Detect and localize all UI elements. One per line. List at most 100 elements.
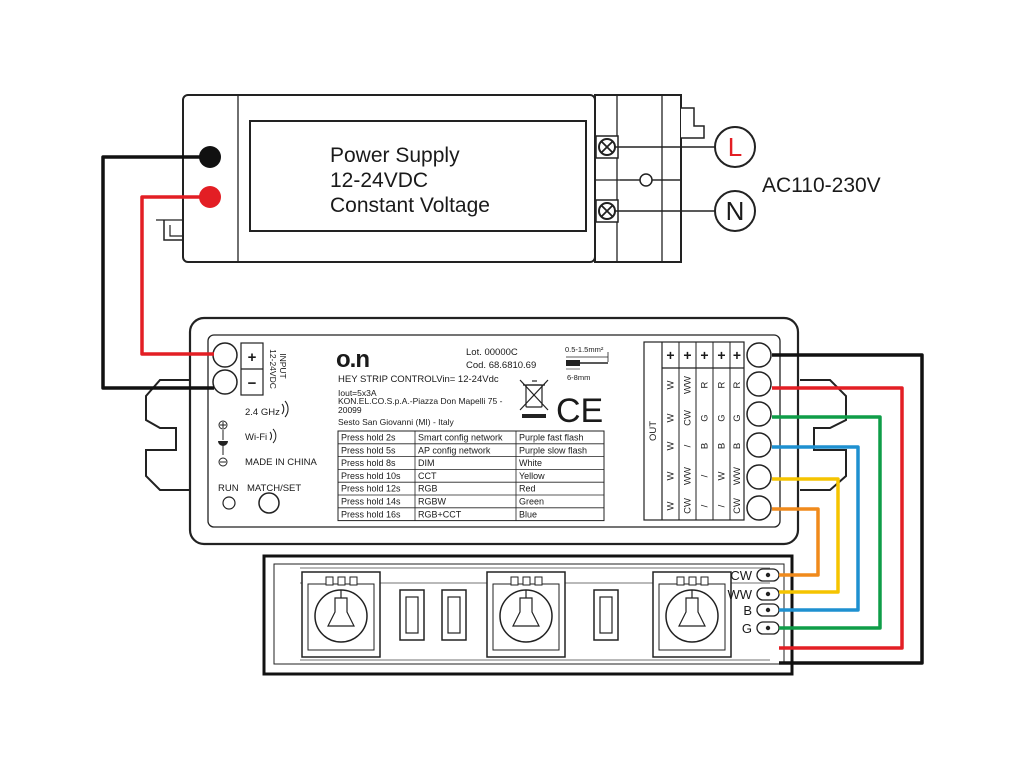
input-terminal-minus (212, 369, 238, 395)
terminal-l-label: L (728, 132, 742, 162)
out-cell: G (700, 414, 711, 421)
out-cell: W (666, 501, 677, 510)
out-cell: CW (683, 410, 694, 426)
terminal-l-circle (714, 126, 756, 168)
out-cell: W (666, 471, 677, 480)
input-terminal-plus (212, 342, 238, 368)
wire-section-label: 0.5-1.5mm² (565, 345, 604, 354)
mode-table-cell: CCT (418, 471, 437, 481)
out-cell: B (717, 443, 728, 449)
out-cell: WW (732, 467, 743, 485)
mode-table-cell: RGBW (418, 497, 447, 507)
mode-table-cell: AP config network (418, 445, 491, 455)
mode-table-cell: Press hold 16s (341, 509, 401, 519)
wifi-label: Wi-Fi (245, 432, 267, 443)
cod-label: Cod. 68.6810.69 (466, 360, 536, 371)
strip-pad-label: WW (727, 587, 752, 602)
mode-table-cell: Blue (519, 509, 537, 519)
out-cell: G (732, 414, 743, 421)
out-cell: / (700, 474, 711, 477)
wire-orange-out (772, 507, 820, 577)
mode-table-cell: Yellow (519, 471, 545, 481)
wire-red-out (772, 386, 904, 650)
resistor (441, 589, 467, 641)
run-led (222, 496, 236, 510)
lot-label: Lot. 00000C (466, 347, 518, 358)
ps-title-line3: Constant Voltage (330, 194, 490, 217)
mode-table-cell: White (519, 458, 542, 468)
dc-negative-dot (199, 146, 221, 168)
terminal-n-label: N (726, 196, 745, 226)
out-plus-sign: + (700, 347, 708, 363)
ac-voltage-label: AC110-230V (762, 174, 881, 197)
run-label: RUN (218, 483, 239, 494)
mode-table-cell: Green (519, 497, 544, 507)
wires (101, 155, 924, 665)
mode-table-cell: Purple fast flash (519, 433, 584, 443)
mode-table-cell: Purple slow flash (519, 445, 587, 455)
resistor (399, 589, 425, 641)
out-cell: B (700, 443, 711, 449)
mode-table-cell: Red (519, 484, 536, 494)
output-terminal (746, 464, 772, 490)
ce-mark: CE (556, 392, 603, 430)
product-label: HEY STRIP CONTROLVin= 12-24Vdc (338, 374, 499, 385)
out-cell: CW (683, 498, 694, 514)
zip-label: 20099 (338, 405, 362, 415)
wire-green-out (772, 415, 882, 630)
dc-positive-dot (199, 186, 221, 208)
out-cell: WW (683, 376, 694, 394)
mode-table-cell: Press hold 5s (341, 445, 396, 455)
wire-blue-out (772, 445, 860, 612)
out-plus-sign: + (683, 347, 691, 363)
wire-yellow-out (772, 477, 840, 594)
output-terminal (746, 342, 772, 368)
input-minus-sign: − (248, 375, 257, 392)
out-cell: / (717, 504, 728, 507)
led-chip (301, 571, 381, 658)
wifi-icon (269, 428, 277, 444)
controller: + − INPUT 12-24VDC 2.4 GHz Wi-Fi MADE IN… (145, 316, 847, 546)
mode-table-cell: Press hold 2s (341, 433, 396, 443)
out-cell: / (683, 444, 694, 447)
mode-table-cell: RGB+CCT (418, 509, 462, 519)
wire-red-dc (140, 195, 214, 356)
mode-table-cell: Press hold 12s (341, 484, 401, 494)
wire-black-out (772, 353, 924, 665)
input-voltage-label: 12-24VDC (268, 349, 278, 389)
company-label: KON.EL.CO.S.p.A.-Piazza Don Mapelli 75 - (338, 396, 503, 406)
match-set-button[interactable] (258, 492, 280, 514)
strip-pad-label: G (742, 621, 752, 636)
input-label: INPUT (278, 353, 288, 379)
out-cell: W (666, 441, 677, 450)
strip-pad-label: B (743, 603, 752, 618)
mode-table-cell: Press hold 10s (341, 471, 401, 481)
terminal-n-circle (714, 190, 756, 232)
freq-label: 2.4 GHz (245, 407, 280, 418)
out-cell: WW (683, 467, 694, 485)
on-logo: o.n (336, 346, 370, 373)
output-terminal (746, 401, 772, 427)
out-cell: / (700, 504, 711, 507)
strip-pad-b: B (743, 603, 780, 618)
out-cell: W (666, 413, 677, 422)
output-terminal (746, 495, 772, 521)
output-terminal (746, 432, 772, 458)
out-cell: CW (732, 498, 743, 514)
mode-table-cell: Press hold 14s (341, 497, 401, 507)
power-supply: Power Supply 12-24VDC Constant Voltage (156, 94, 705, 263)
out-cell: R (700, 381, 711, 388)
polarity-icon (218, 420, 228, 467)
resistor (593, 589, 619, 641)
iout-label: Iout=5x3A (338, 388, 377, 398)
led-chip (486, 571, 566, 658)
weee-bin-icon (519, 379, 549, 418)
out-cell: G (717, 414, 728, 421)
input-plus-sign: + (248, 349, 257, 366)
strip-pad-cw: CW (730, 568, 780, 583)
out-label: OUT (648, 421, 659, 441)
strip-length-label: 6-8mm (567, 373, 590, 382)
